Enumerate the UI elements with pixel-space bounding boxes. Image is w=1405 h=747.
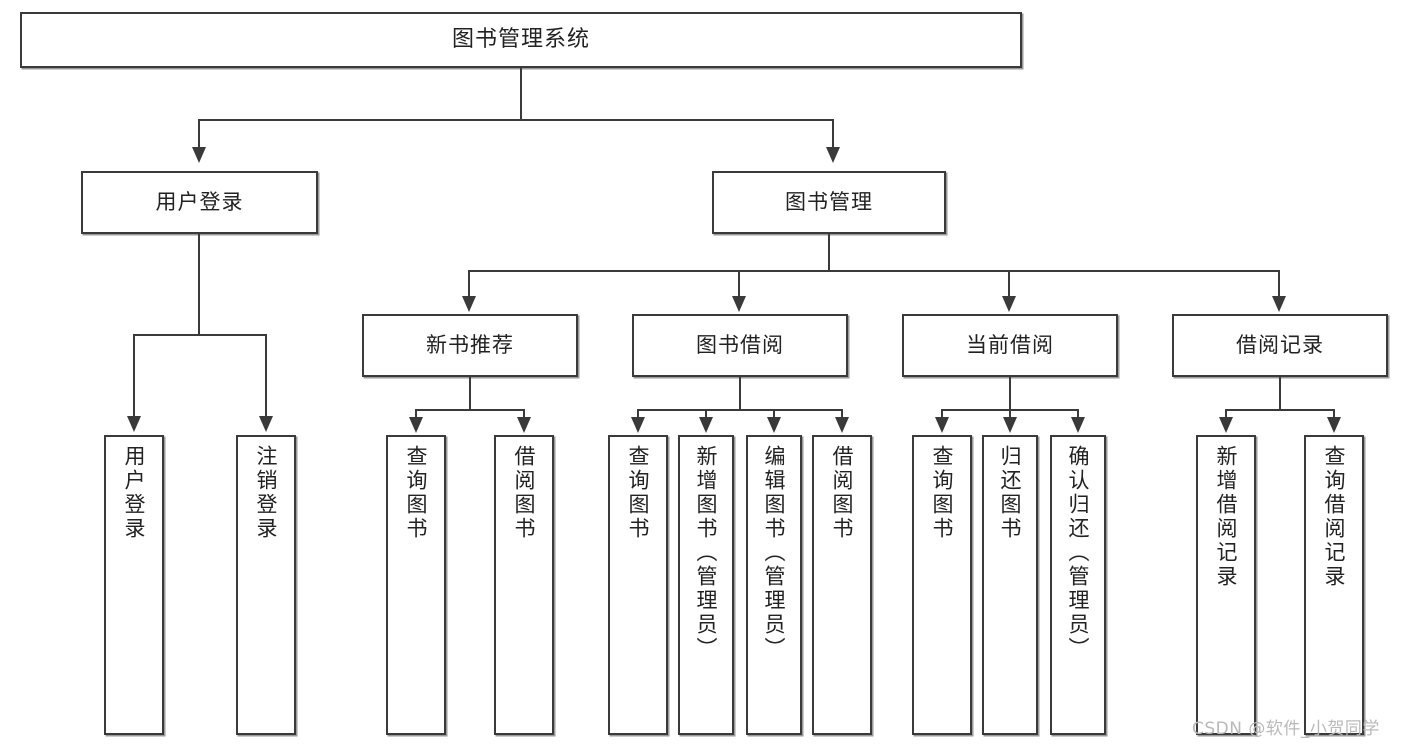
node-label: 图书借阅 xyxy=(696,333,784,358)
node-label: 借阅图书 xyxy=(512,445,537,541)
arrowhead-user-login xyxy=(192,147,206,163)
connector-drop-user-login xyxy=(198,119,200,149)
node-label: 图书管理系统 xyxy=(451,27,590,53)
node-label: 当前借阅 xyxy=(966,333,1054,358)
connector-drop-borrow-record xyxy=(1278,270,1280,298)
arrowhead-borrow-record xyxy=(1272,296,1286,312)
connector-borrow-record-stem xyxy=(1279,377,1281,410)
node-leaf-add-book[interactable]: 新增图书（管理员） xyxy=(678,435,734,735)
arrowhead-leaf-user-login xyxy=(127,416,141,432)
connector-drop-borrow-book-1 xyxy=(523,409,525,419)
connector-level2-bus xyxy=(198,119,834,121)
arrowhead-query-record xyxy=(1327,417,1341,433)
arrowhead-query-book-1 xyxy=(409,417,423,433)
connector-drop-new-book xyxy=(468,270,470,298)
watermark-text: CSDN @软件_小贺同学 xyxy=(1192,719,1380,739)
connector-drop-leaf-user-login xyxy=(133,334,135,418)
connector-drop-query-book-1 xyxy=(415,409,417,419)
node-leaf-query-record[interactable]: 查询借阅记录 xyxy=(1304,435,1364,735)
connector-drop-query-record xyxy=(1333,409,1335,419)
connector-drop-book-manage xyxy=(832,119,834,149)
node-leaf-borrow-book-1[interactable]: 借阅图书 xyxy=(494,435,554,735)
arrowhead-edit-book xyxy=(767,417,781,433)
node-label: 查询图书 xyxy=(404,445,429,541)
node-label: 用户登录 xyxy=(122,445,147,541)
node-borrow-record[interactable]: 借阅记录 xyxy=(1172,314,1388,377)
connector-book-borrow-stem xyxy=(739,377,741,410)
node-label: 编辑图书（管理员） xyxy=(762,445,787,661)
connector-level3-bus xyxy=(468,270,1280,272)
node-label: 图书管理 xyxy=(785,190,873,215)
connector-drop-leaf-logout xyxy=(265,334,267,418)
node-leaf-user-login[interactable]: 用户登录 xyxy=(104,435,164,735)
connector-new-book-stem xyxy=(469,377,471,410)
connector-book-manage-stem xyxy=(828,234,830,271)
node-label: 新增借阅记录 xyxy=(1214,445,1239,589)
arrowhead-borrow-book-2 xyxy=(835,417,849,433)
connector-root-stem xyxy=(520,68,522,120)
node-label: 借阅图书 xyxy=(830,445,855,541)
arrowhead-leaf-logout xyxy=(259,416,273,432)
connector-user-login-stem xyxy=(198,234,200,335)
node-leaf-borrow-book-2[interactable]: 借阅图书 xyxy=(812,435,872,735)
node-leaf-logout-login[interactable]: 注销登录 xyxy=(236,435,296,735)
connector-user-login-bus xyxy=(133,334,267,336)
arrowhead-return-book xyxy=(1003,417,1017,433)
node-label: 确认归还（管理员） xyxy=(1066,445,1091,661)
connector-borrow-record-bus xyxy=(1225,409,1335,411)
connector-book-borrow-bus xyxy=(637,409,842,411)
arrowhead-book-borrow xyxy=(732,296,746,312)
connector-current-borrow-stem xyxy=(1009,377,1011,410)
node-label: 新书推荐 xyxy=(426,333,514,358)
node-user-login[interactable]: 用户登录 xyxy=(81,171,318,234)
connector-drop-add-record xyxy=(1225,409,1227,419)
arrowhead-borrow-book-1 xyxy=(517,417,531,433)
connector-drop-edit-book xyxy=(773,409,775,419)
connector-drop-current-borrow xyxy=(1008,270,1010,298)
connector-drop-return-book xyxy=(1009,409,1011,419)
arrowhead-confirm-return xyxy=(1071,417,1085,433)
node-leaf-query-book-3[interactable]: 查询图书 xyxy=(912,435,972,735)
connector-drop-borrow-book-2 xyxy=(841,409,843,419)
arrowhead-book-manage xyxy=(826,147,840,163)
connector-new-book-bus xyxy=(415,409,525,411)
node-label: 归还图书 xyxy=(998,445,1023,541)
node-leaf-query-book-1[interactable]: 查询图书 xyxy=(386,435,446,735)
arrowhead-new-book xyxy=(462,296,476,312)
node-label: 查询借阅记录 xyxy=(1322,445,1347,589)
node-leaf-return-book[interactable]: 归还图书 xyxy=(982,435,1038,735)
node-label: 借阅记录 xyxy=(1236,333,1324,358)
node-label: 用户登录 xyxy=(155,190,244,215)
node-label: 查询图书 xyxy=(626,445,651,541)
arrowhead-query-book-3 xyxy=(935,417,949,433)
connector-drop-query-book-2 xyxy=(637,409,639,419)
connector-drop-query-book-3 xyxy=(941,409,943,419)
node-label: 注销登录 xyxy=(254,445,279,541)
node-leaf-query-book-2[interactable]: 查询图书 xyxy=(608,435,668,735)
connector-drop-add-book xyxy=(705,409,707,419)
node-leaf-edit-book[interactable]: 编辑图书（管理员） xyxy=(746,435,802,735)
node-label: 查询图书 xyxy=(930,445,955,541)
arrowhead-add-book xyxy=(699,417,713,433)
connector-drop-confirm-return xyxy=(1077,409,1079,419)
node-new-book-recommend[interactable]: 新书推荐 xyxy=(362,314,578,377)
arrowhead-current-borrow xyxy=(1002,296,1016,312)
node-label: 新增图书（管理员） xyxy=(694,445,719,661)
node-current-borrow[interactable]: 当前借阅 xyxy=(902,314,1118,377)
node-leaf-confirm-return[interactable]: 确认归还（管理员） xyxy=(1050,435,1106,735)
node-root-system[interactable]: 图书管理系统 xyxy=(20,12,1022,68)
connector-drop-book-borrow xyxy=(738,270,740,298)
arrowhead-query-book-2 xyxy=(631,417,645,433)
node-book-manage[interactable]: 图书管理 xyxy=(712,171,946,234)
arrowhead-add-record xyxy=(1219,417,1233,433)
node-leaf-add-record[interactable]: 新增借阅记录 xyxy=(1196,435,1256,735)
node-book-borrow[interactable]: 图书借阅 xyxy=(632,314,848,377)
